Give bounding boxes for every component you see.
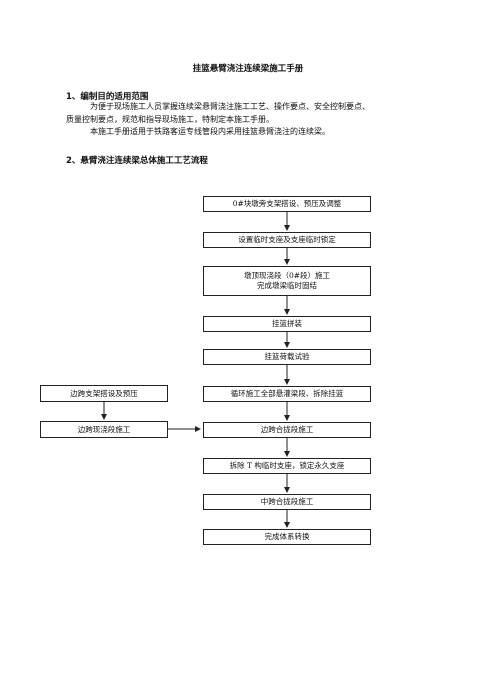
side-step-1: 边跨支架搭设及预压 — [40, 385, 168, 402]
section-1-paragraph-1: 为便于现场施工人员掌握连续梁悬臂浇注施工工艺、操作要点、安全控制要点、 质量控制… — [66, 101, 446, 126]
section-2-heading: 2、悬臂浇注连续梁总体施工工艺流程 — [66, 156, 208, 166]
flow-step-6: 循环施工全部悬灌梁段、拆除挂篮 — [203, 386, 371, 402]
section-1-paragraph-2: 本施工手册适用于铁路客运专线管段内采用挂篮悬臂浇注的连续梁。 — [90, 127, 330, 136]
flow-step-1: 0#块墩旁支架搭设、预压及调整 — [203, 196, 371, 212]
flow-step-7: 边跨合拢段施工 — [203, 422, 371, 438]
flow-step-10: 完成体系转换 — [203, 529, 371, 545]
section-1-heading: 1、编制目的适用范围 — [66, 92, 149, 102]
flow-step-8: 拆除 T 构临时支座，锁定永久支座 — [203, 458, 371, 474]
flow-step-3: 墩顶现浇段（0#段）施工 完成墩梁临时固结 — [203, 266, 371, 296]
flow-step-9: 中跨合拢段施工 — [203, 494, 371, 510]
paragraph-1-line-1: 为便于现场施工人员掌握连续梁悬臂浇注施工工艺、操作要点、安全控制要点、 — [90, 102, 370, 111]
flow-step-5: 挂篮荷载试验 — [203, 349, 371, 365]
document-title: 挂篮悬臂浇注连续梁施工手册 — [192, 64, 304, 74]
flow-step-4: 挂篮拼装 — [203, 316, 371, 332]
flow-step-2: 设置临时支座及支座临时锁定 — [203, 232, 371, 248]
side-step-2: 边跨现浇段施工 — [40, 421, 168, 438]
paragraph-1-line-2: 质量控制要点，规范和指导现场施工，特制定本施工手册。 — [66, 114, 274, 124]
